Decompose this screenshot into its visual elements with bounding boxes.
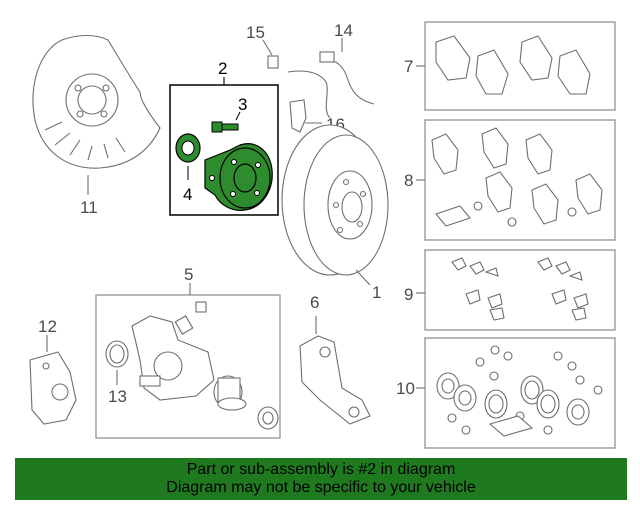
callout-5: 5 xyxy=(184,265,193,284)
callout-12: 12 xyxy=(38,317,57,336)
pad-clip-box xyxy=(424,249,616,331)
callout-14: 14 xyxy=(334,21,353,40)
banner-line-2: Diagram may not be specific to your vehi… xyxy=(166,479,476,496)
brake-rotor-part[interactable] xyxy=(281,124,389,276)
callout-10: 10 xyxy=(396,379,415,398)
hub-bolt-part[interactable] xyxy=(211,121,239,133)
callout-3: 3 xyxy=(238,95,247,114)
callout-6: 6 xyxy=(310,293,319,312)
caliper-seal-part[interactable] xyxy=(105,340,129,368)
brake-pad-part[interactable] xyxy=(435,35,591,95)
callout-15: 15 xyxy=(246,23,265,42)
callout-8: 8 xyxy=(404,171,413,190)
info-banner: Part or sub-assembly is #2 in diagram Di… xyxy=(15,458,627,500)
piston-part[interactable] xyxy=(213,375,247,411)
caliper-kit-box xyxy=(95,294,281,439)
hub-bearing-part[interactable] xyxy=(204,143,273,211)
banner-line-1: Part or sub-assembly is #2 in diagram xyxy=(186,461,456,478)
hose-bracket-part[interactable] xyxy=(289,99,307,133)
sensor-clip-part[interactable] xyxy=(267,55,279,69)
callout-13: 13 xyxy=(108,387,127,406)
brake-hose-part[interactable] xyxy=(287,51,375,119)
bleeder-part[interactable] xyxy=(174,301,207,335)
dust-shield-part[interactable] xyxy=(32,34,161,169)
callout-4: 4 xyxy=(183,185,192,204)
callout-2: 2 xyxy=(218,59,227,78)
callout-11: 11 xyxy=(80,198,98,217)
piston-seal-part[interactable] xyxy=(257,406,279,430)
callout-7: 7 xyxy=(404,57,413,76)
caliper-part[interactable] xyxy=(131,315,215,401)
caliper-mount-part[interactable] xyxy=(299,335,371,425)
shim-part[interactable] xyxy=(431,127,603,227)
caliper-housing-part[interactable] xyxy=(29,351,77,425)
seal-kit-box xyxy=(424,337,616,449)
hub-ring-part[interactable] xyxy=(175,133,201,163)
callout-9: 9 xyxy=(404,285,413,304)
pad-clip-part[interactable] xyxy=(451,257,589,321)
seal-kit-part[interactable] xyxy=(436,345,603,437)
callout-1: 1 xyxy=(372,283,381,302)
